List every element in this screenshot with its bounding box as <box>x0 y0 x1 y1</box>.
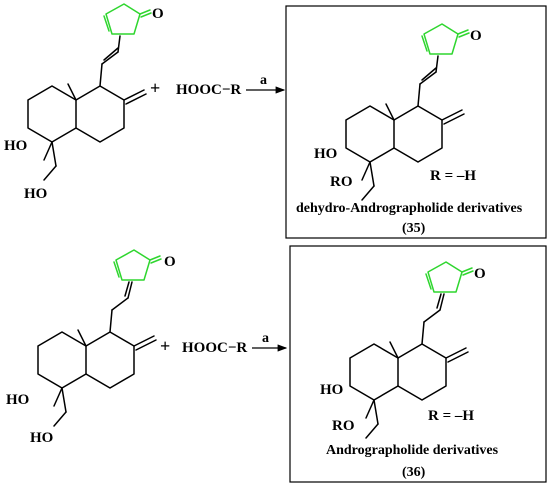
reaction-2-reagent: HOOC−R <box>182 340 247 356</box>
reaction-2: O HO HO + HOOC−R a O HO RO R = –H Androg… <box>6 245 547 483</box>
product-1-ho: HO <box>314 146 337 162</box>
reactant-2-ho-ring: HO <box>6 392 29 408</box>
product-2-ho: HO <box>320 382 343 398</box>
reactant-2-structure <box>37 249 162 427</box>
product-1-box <box>285 5 547 239</box>
product-1-carbonyl-o: O <box>470 28 482 44</box>
reactant-1-carbonyl-o: O <box>152 6 164 22</box>
product-2-number: (36) <box>402 465 426 480</box>
reaction-1: O HO HO + HOOC−R a O HO RO R = –H dehydr… <box>4 3 547 239</box>
reactant-2-carbonyl-o: O <box>164 254 176 270</box>
product-2-name: Andrographolide derivatives <box>326 443 499 458</box>
reactant-1-ho-ring: HO <box>4 138 27 154</box>
product-2-structure <box>349 261 474 439</box>
reactant-1-structure <box>27 3 152 181</box>
product-1-name: dehydro-Andrographolide derivatives <box>296 201 523 216</box>
reaction-1-plus: + <box>150 78 160 98</box>
product-1-structure <box>345 23 470 201</box>
reaction-1-condition: a <box>260 73 267 88</box>
product-1-number: (35) <box>402 221 426 236</box>
reaction-2-condition: a <box>262 331 269 346</box>
reaction-1-reagent: HOOC−R <box>176 82 241 98</box>
product-1-ro: RO <box>330 174 353 190</box>
product-2-ro: RO <box>332 418 355 434</box>
product-1-r-definition: R = –H <box>430 168 476 184</box>
product-2-r-definition: R = –H <box>428 408 474 424</box>
reaction-2-plus: + <box>160 336 170 356</box>
reactant-2-ho-chain: HO <box>30 430 53 446</box>
reactant-1-ho-chain: HO <box>24 186 47 202</box>
product-2-box <box>289 245 547 483</box>
product-2-carbonyl-o: O <box>474 266 486 282</box>
